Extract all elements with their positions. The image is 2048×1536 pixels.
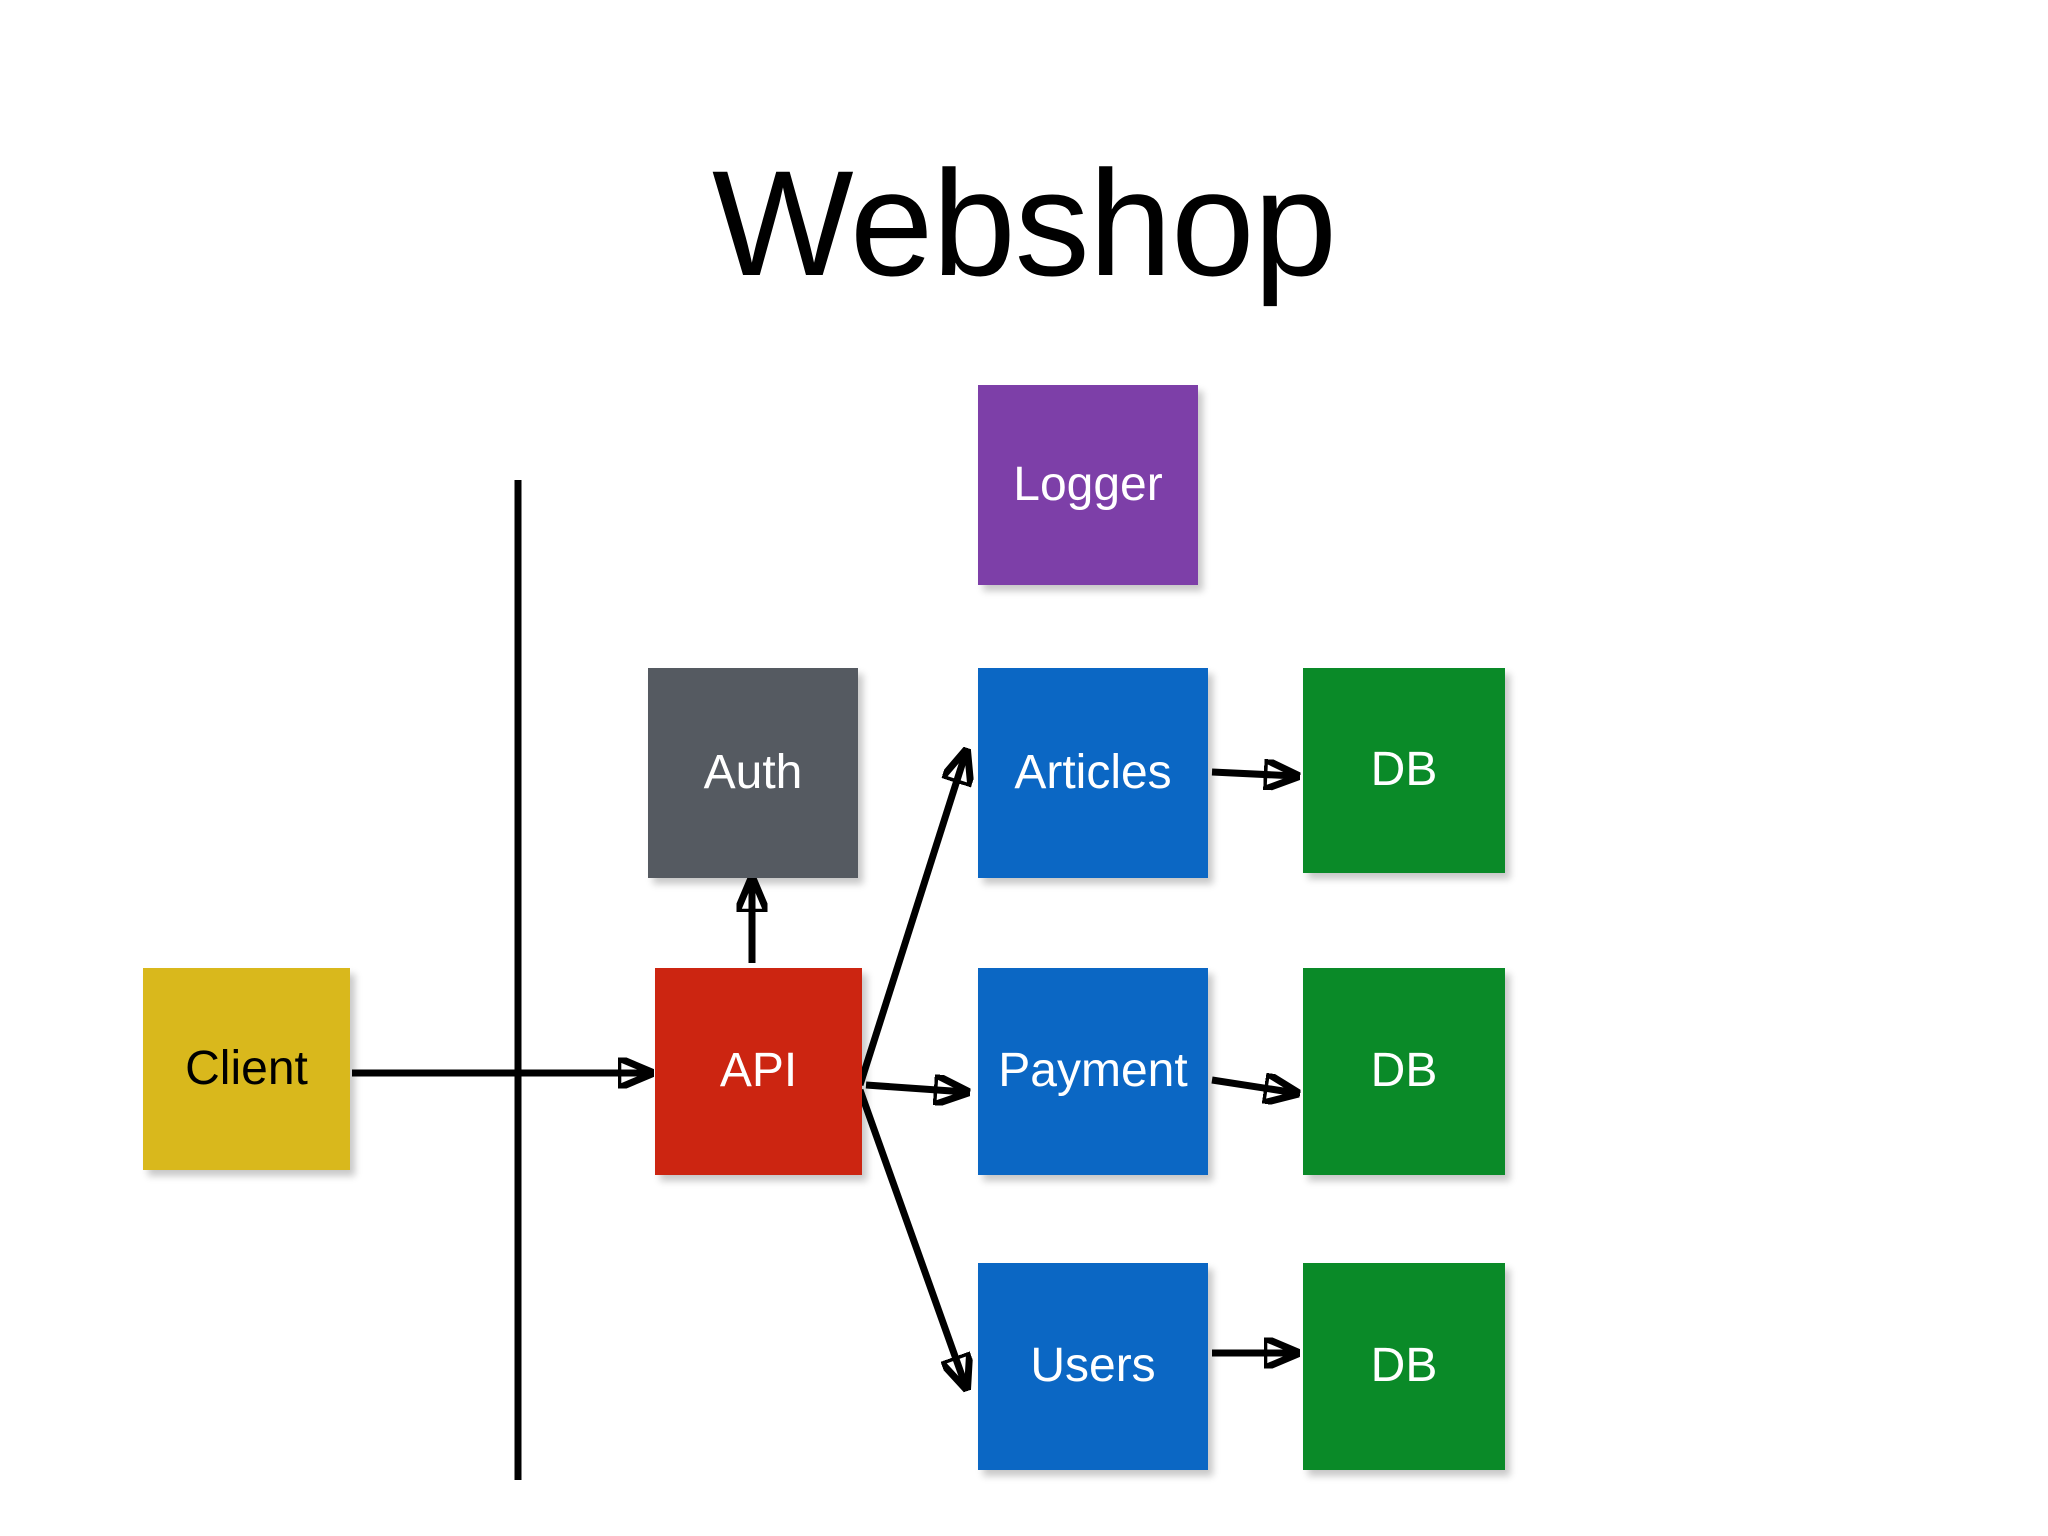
node-label-client: Client (185, 1041, 308, 1095)
node-client[interactable]: Client (143, 968, 350, 1170)
node-label-api: API (719, 1044, 798, 1098)
node-payment[interactable]: Payment (978, 968, 1208, 1175)
edge-payment-to-db (1211, 1080, 1296, 1093)
node-logger[interactable]: Logger (978, 385, 1198, 585)
edge-api-to-articles (856, 752, 966, 1087)
node-users[interactable]: Users (978, 1263, 1208, 1470)
node-articles[interactable]: Articles (978, 668, 1208, 878)
edge-api-to-payment (865, 1085, 966, 1092)
node-label-payment: Payment (998, 1044, 1188, 1098)
node-label-db-payment: DB (1370, 1044, 1438, 1098)
edge-api-to-users (856, 1088, 966, 1387)
node-db-payment[interactable]: DB (1303, 968, 1505, 1175)
node-label-db-users: DB (1370, 1339, 1438, 1393)
page-title: Webshop (712, 139, 1337, 307)
node-db-articles[interactable]: DB (1303, 668, 1505, 873)
node-api[interactable]: API (655, 968, 862, 1175)
node-label-auth: Auth (703, 745, 803, 799)
node-label-users: Users (1030, 1339, 1156, 1393)
node-label-articles: Articles (1014, 745, 1172, 799)
node-auth[interactable]: Auth (648, 668, 858, 878)
node-label-logger: Logger (1013, 457, 1163, 511)
edge-articles-to-db (1211, 772, 1296, 776)
node-label-db-articles: DB (1370, 743, 1438, 797)
node-db-users[interactable]: DB (1303, 1263, 1505, 1470)
